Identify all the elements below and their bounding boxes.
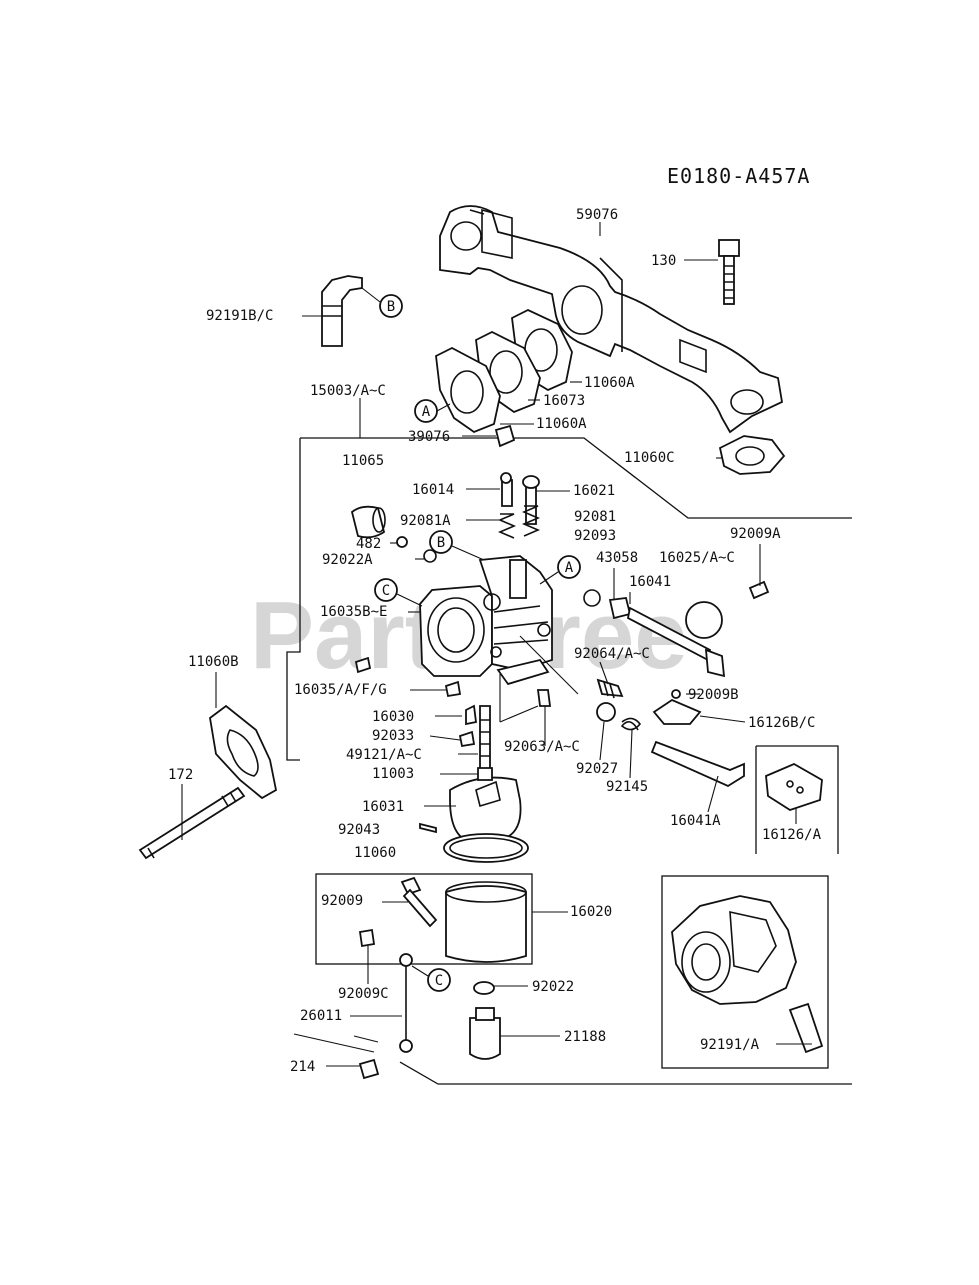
part-label: 16126/A [762, 827, 822, 843]
diaphragm-16126a [765, 762, 823, 811]
part-label: 92009A [730, 526, 781, 542]
part-label: 43058 [596, 550, 638, 566]
part-label: 11003 [372, 766, 414, 782]
part-label: 92022A [322, 552, 373, 568]
exhaust-manifold [439, 205, 784, 434]
part-label: 11060C [624, 450, 675, 466]
part-label: 16041A [670, 813, 721, 829]
part-label: 92191B/C [206, 308, 273, 324]
gasket-11060c [718, 435, 786, 475]
part-label: 16073 [543, 393, 585, 409]
part-label: 16030 [372, 709, 414, 725]
part-label: 16025/A~C [659, 550, 735, 566]
part-labels: 59076 130 92191B/C 11060A 16073 11060A 1… [168, 207, 822, 1075]
part-label: 92043 [338, 822, 380, 838]
part-label: 26011 [300, 1008, 342, 1024]
part-label: 130 [651, 253, 676, 269]
part-label: 172 [168, 767, 193, 783]
part-label: 92081A [400, 513, 451, 529]
part-label: 16035/A/F/G [294, 682, 387, 698]
part-label: 92145 [606, 779, 648, 795]
callout-b-circle [379, 294, 403, 318]
callout-a-label: A [422, 404, 431, 420]
part-label: 92064/A~C [574, 646, 650, 662]
part-label: 92009C [338, 986, 389, 1002]
part-label: 16035B~E [320, 604, 387, 620]
callout-a-circle [557, 555, 581, 579]
callout-b-circle [429, 530, 453, 554]
part-label: 11060B [188, 654, 239, 670]
callout-markers: A A B B C C [361, 287, 581, 992]
callout-c-label: C [382, 583, 390, 599]
part-label: 92022 [532, 979, 574, 995]
carburetor-body [419, 555, 553, 686]
assembly-frame [286, 437, 852, 1085]
part-label: 92009 [321, 893, 363, 909]
part-label: 92027 [576, 761, 618, 777]
part-label: 11060A [584, 375, 635, 391]
part-label: 16014 [412, 482, 454, 498]
part-label: 59076 [576, 207, 618, 223]
part-label: 16041 [629, 574, 671, 590]
part-label: 39076 [408, 429, 450, 445]
part-label: 16021 [573, 483, 615, 499]
callout-c-circle [427, 968, 451, 992]
small-parts [350, 424, 770, 834]
part-label: 16126B/C [748, 715, 815, 731]
air-filter-box [315, 873, 533, 965]
hose-92191bc [321, 275, 363, 347]
bolt-130 [718, 239, 740, 305]
float-bowl [443, 776, 529, 863]
part-label: 92033 [372, 728, 414, 744]
linkage-26011 [358, 928, 413, 1080]
part-label: 21188 [564, 1029, 606, 1045]
callout-a-label: A [565, 560, 574, 576]
part-label: 16031 [362, 799, 404, 815]
fuel-solenoid [469, 981, 501, 1060]
callout-c-circle [374, 578, 398, 602]
callout-c-label: C [435, 973, 443, 989]
part-label: 11060 [354, 845, 396, 861]
leader-lines [181, 222, 812, 1067]
part-label: 15003/A~C [310, 383, 386, 399]
inset-panel [661, 875, 829, 1069]
part-label: 49121/A~C [346, 747, 422, 763]
callout-b-label: B [437, 535, 445, 551]
part-label: 482 [356, 536, 381, 552]
diagram-code: E0180-A457A [667, 164, 810, 188]
callout-b-label: B [387, 299, 395, 315]
part-label: 214 [290, 1059, 315, 1075]
gasket-stack [435, 309, 573, 434]
gasket-11060b-and-stud [138, 704, 278, 860]
part-label: 11060A [536, 416, 587, 432]
part-label: 92009B [688, 687, 739, 703]
part-label: 92191/A [700, 1037, 760, 1053]
part-label: 92093 [574, 528, 616, 544]
part-label: 92081 [574, 509, 616, 525]
part-label: 92063/A~C [504, 739, 580, 755]
part-label: 16020 [570, 904, 612, 920]
part-label: 11065 [342, 453, 384, 469]
